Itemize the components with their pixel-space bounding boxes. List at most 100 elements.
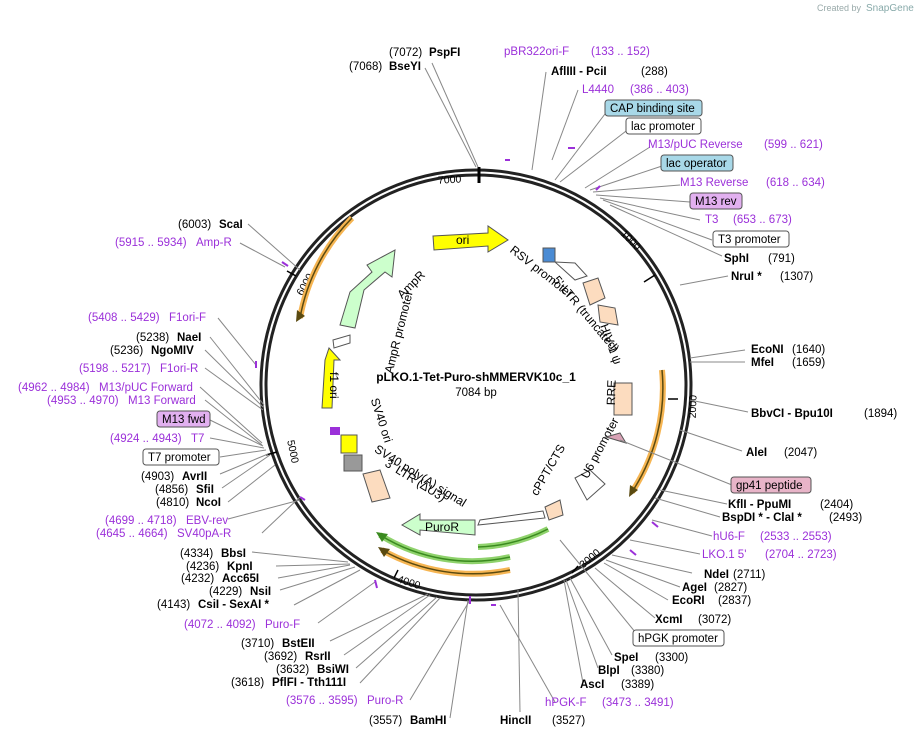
m13-rev-label: M13 rev bbox=[695, 196, 737, 208]
gp41-label: gp41 peptide bbox=[736, 480, 803, 492]
enzyme-pos: (791) bbox=[768, 253, 795, 265]
puror-arc2-head bbox=[376, 532, 388, 542]
primer-range: (4924 .. 4943) bbox=[110, 433, 182, 445]
t3-promoter-label: T3 promoter bbox=[718, 234, 781, 246]
f1-ori-label: f1 ori bbox=[327, 372, 341, 399]
enzyme-pos: (1894) bbox=[864, 408, 897, 420]
primer-name: pBR322ori-F bbox=[504, 46, 569, 58]
enzyme-pos: (3072) bbox=[698, 614, 731, 626]
primer-range: (4953 .. 4970) bbox=[47, 395, 119, 407]
primer-range: (4962 .. 4984) bbox=[18, 382, 90, 394]
tick-label-2000: 2000 bbox=[687, 395, 700, 419]
hpgk-promoter-box bbox=[632, 629, 725, 647]
primer-range: (4072 .. 4092) bbox=[184, 619, 256, 631]
hpgk-promoter-label: hPGK promoter bbox=[638, 633, 718, 645]
lac-elements-feature bbox=[542, 247, 556, 263]
m13-fwd-label: M13 fwd bbox=[162, 414, 205, 426]
enzyme-pos: (5238) bbox=[136, 332, 169, 344]
enzyme-label: PflFI - Tth111I bbox=[272, 677, 346, 689]
enzyme-pos: (3692) bbox=[264, 651, 297, 663]
enzyme-pos: (1640) bbox=[792, 344, 825, 356]
enzyme-pos: (3710) bbox=[241, 638, 274, 650]
enzyme-pos: (3389) bbox=[621, 679, 654, 691]
primer-range: (599 .. 621) bbox=[764, 139, 823, 151]
enzyme-pos: (4334) bbox=[180, 548, 213, 560]
enzyme-label: BsiWI bbox=[317, 664, 349, 676]
primer-range: (618 .. 634) bbox=[766, 177, 825, 189]
primer-name: Puro-F bbox=[265, 619, 300, 631]
rre-feature bbox=[613, 382, 633, 416]
enzyme-label: HincII bbox=[500, 715, 531, 727]
puror-arc bbox=[477, 528, 549, 548]
ampr-promoter-feature bbox=[332, 334, 351, 349]
f1-ori-feature bbox=[321, 347, 342, 409]
primer-range: (5408 .. 5429) bbox=[88, 312, 160, 324]
rsv-promoter-feature bbox=[553, 261, 588, 281]
enzyme-label: BbvCI - Bpu10I bbox=[751, 408, 833, 420]
enzyme-label: RsrII bbox=[305, 651, 331, 663]
puror-arc2 bbox=[379, 534, 511, 562]
enzyme-pos: (4856) bbox=[155, 484, 188, 496]
primer-name: T3 bbox=[705, 214, 718, 226]
enzyme-label: SfiI bbox=[196, 484, 214, 496]
enzyme-label: Acc65I bbox=[222, 573, 259, 585]
enzyme-pos: (2493) bbox=[829, 512, 862, 524]
enzyme-label: KflI - PpuMI bbox=[728, 499, 791, 511]
hiv-psi-feature bbox=[597, 304, 619, 326]
enzyme-label: BbsI bbox=[221, 548, 246, 560]
primer-labels: pBR322ori-F (133 .. 152) L4440 (386 .. 4… bbox=[18, 46, 837, 709]
enzyme-label: XcmI bbox=[655, 614, 683, 626]
primer-range: (5915 .. 5934) bbox=[115, 237, 187, 249]
enzyme-label: SpeI bbox=[614, 652, 638, 664]
primer-name: LKO.1 5' bbox=[702, 549, 746, 561]
enzyme-pos: (6003) bbox=[178, 219, 211, 231]
enzyme-label: AleI bbox=[746, 447, 767, 459]
plasmid-size: 7084 bp bbox=[455, 387, 497, 399]
enzyme-label: NgoMIV bbox=[151, 345, 194, 357]
cppt-feature bbox=[544, 499, 564, 521]
enzyme-label: BamHI bbox=[410, 715, 446, 727]
t7-promoter-label: T7 promoter bbox=[148, 452, 211, 464]
gag-arc-head bbox=[629, 485, 638, 497]
m13-rev-box bbox=[689, 192, 743, 210]
primer-range: (386 .. 403) bbox=[630, 84, 689, 96]
enzyme-pos: (2404) bbox=[820, 499, 853, 511]
backbone-outer bbox=[259, 168, 693, 602]
enzyme-label: ScaI bbox=[219, 219, 243, 231]
primer-name: M13 Forward bbox=[128, 395, 196, 407]
orange-arc-bottom bbox=[381, 549, 511, 575]
primer-name: F1ori-R bbox=[160, 363, 198, 375]
lac-promoter-label: lac promoter bbox=[631, 121, 695, 133]
orange-arc-bottom-head bbox=[378, 547, 390, 557]
primer-range: (2704 .. 2723) bbox=[765, 549, 837, 561]
enzyme-pos: (3300) bbox=[655, 652, 688, 664]
enzyme-label: AflIII - PciI bbox=[551, 66, 607, 78]
enzyme-label: NdeI bbox=[704, 569, 729, 581]
enzyme-pos: (4232) bbox=[181, 573, 214, 585]
enzyme-pos: (3632) bbox=[276, 664, 309, 676]
primer-name: hU6-F bbox=[713, 531, 745, 543]
enzyme-label: KpnI bbox=[227, 561, 253, 573]
enzyme-pos: (4810) bbox=[156, 497, 189, 509]
snapgene-logo-text: SnapGene bbox=[866, 3, 914, 14]
primer-name: M13/pUC Forward bbox=[99, 382, 193, 394]
ori-label: ori bbox=[456, 233, 469, 247]
enzyme-label: BseYI bbox=[389, 61, 421, 73]
enzyme-label: BspDI * - ClaI * bbox=[722, 512, 802, 524]
sv40-ori-feature bbox=[340, 434, 358, 454]
primer-name: M13 Reverse bbox=[680, 177, 748, 189]
tick-label-7000: 7000 bbox=[438, 174, 462, 187]
enzyme-label: AgeI bbox=[682, 582, 707, 594]
tick-label-1000: 1000 bbox=[618, 228, 643, 253]
enzyme-pos: (4236) bbox=[186, 561, 219, 573]
enzyme-pos: (3380) bbox=[631, 665, 664, 677]
enzyme-label: CsiI - SexAI * bbox=[198, 599, 269, 611]
enzyme-pos: (2827) bbox=[714, 582, 747, 594]
u6-label: U6 promoter bbox=[578, 415, 622, 480]
cap-binding-box bbox=[604, 99, 703, 117]
enzyme-label: EcoRI bbox=[672, 595, 705, 607]
puror-label: PuroR bbox=[425, 520, 459, 534]
primer-name: F1ori-F bbox=[169, 312, 206, 324]
lac-operator-box bbox=[660, 154, 734, 172]
